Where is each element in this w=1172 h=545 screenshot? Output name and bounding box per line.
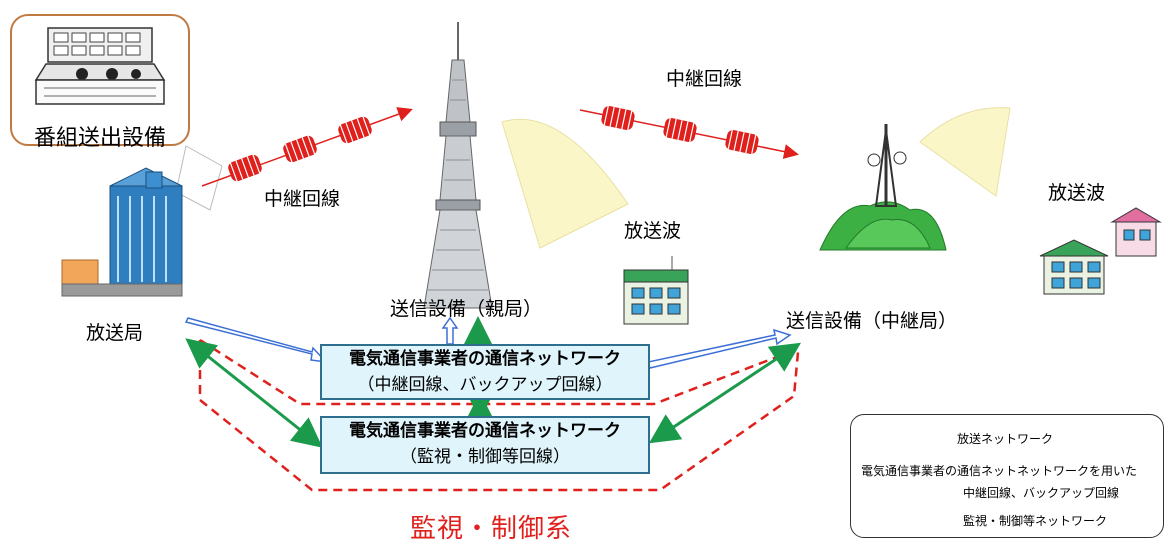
relay-line-label-1: 中継回線: [264, 188, 341, 210]
carrier-network-relay-title: 電気通信事業者の通信ネットワーク: [349, 349, 621, 369]
broadcast-wave-label-1: 放送波: [624, 220, 682, 242]
legend: 放送ネットワーク 電気通信事業者の通信ネットネットワークを用いた 中継回線、バッ…: [850, 414, 1164, 538]
legend-broadcast-label: 放送ネットワーク: [957, 432, 1054, 446]
broadcast-wave-cone-2: [919, 107, 1011, 197]
house-icon: [1039, 207, 1162, 295]
relay-mountain-icon: [819, 124, 947, 251]
monitoring-network-arrows: [185, 316, 802, 448]
tv-tower-icon: [423, 22, 493, 309]
tx-master-label: 送信設備（親局）: [390, 298, 543, 320]
tx-relay-label: 送信設備（中継局）: [786, 310, 958, 332]
program-output-facility-label: 番組送出設備: [34, 126, 167, 151]
broadcast-station-label: 放送局: [86, 322, 144, 344]
legend-monitoring-label: 監視・制御等ネットワーク: [963, 514, 1108, 528]
monitoring-system-title: 監視・制御系: [410, 514, 573, 544]
broadcast-wave-label-2: 放送波: [1048, 182, 1106, 204]
broadcast-building-icon: [61, 167, 183, 297]
legend-relay-backup-label: 中継回線、バックアップ回線: [963, 486, 1120, 500]
program-output-facility-box: 番組送出設備: [10, 14, 190, 151]
relay-signal-coils-1: [228, 116, 372, 182]
carrier-network-relay-subtitle: （中継回線、バックアップ回線）: [357, 375, 613, 395]
carrier-network-monitor-box: 電気通信事業者の通信ネットワーク （監視・制御等回線）: [320, 416, 650, 474]
carrier-network-relay-box: 電気通信事業者の通信ネットワーク （中継回線、バックアップ回線）: [320, 344, 650, 400]
relay-line-label-2: 中継回線: [666, 68, 743, 90]
carrier-network-monitor-title: 電気通信事業者の通信ネットワーク: [349, 421, 621, 441]
legend-carrier-caption: 電気通信事業者の通信ネットネットワークを用いた: [861, 464, 1138, 478]
broadcast-wave-cone-1: [501, 118, 629, 249]
carrier-network-monitor-subtitle: （監視・制御等回線）: [400, 447, 570, 467]
broadcast-console-icon: [34, 27, 166, 105]
apartment-icon: [623, 256, 689, 325]
relay-signal-coils-2: [601, 105, 759, 155]
